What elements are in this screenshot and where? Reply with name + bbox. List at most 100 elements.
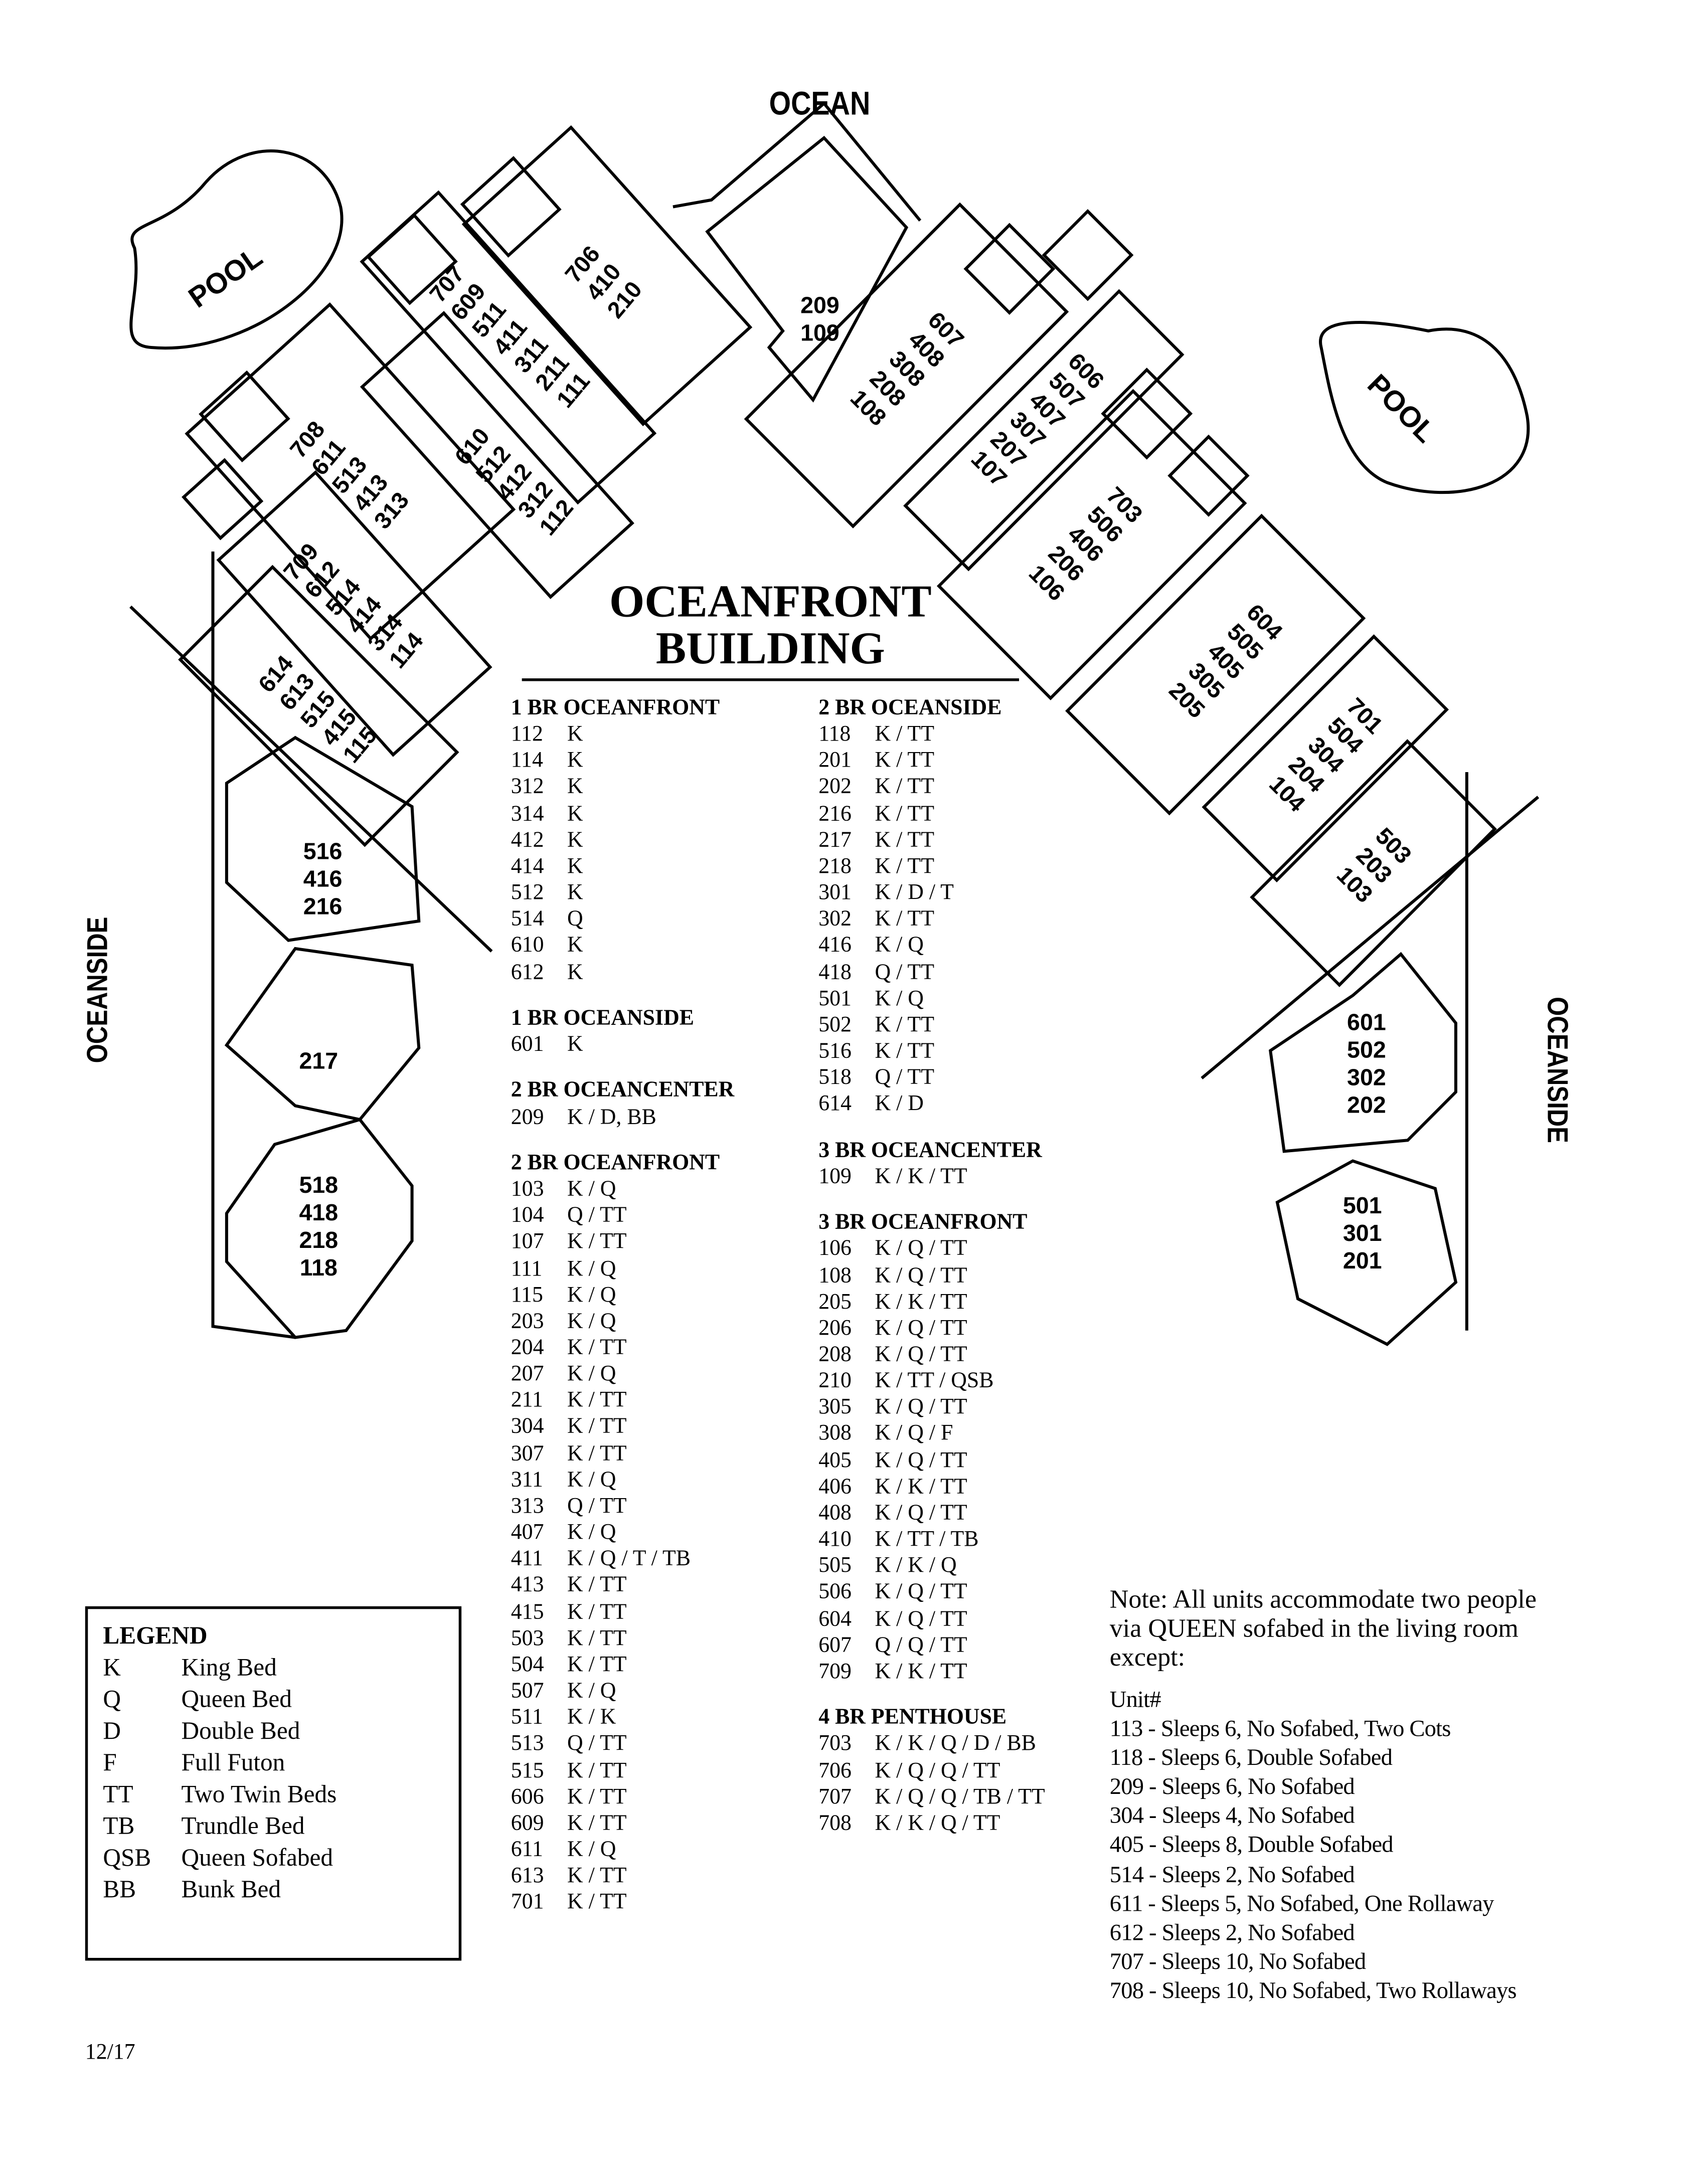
bed-config: Q / TT bbox=[875, 960, 934, 984]
unit-number: 601 bbox=[1347, 1009, 1386, 1036]
unit-number: 208 bbox=[818, 1343, 852, 1367]
unit-number: 515 bbox=[511, 1758, 544, 1782]
bed-config: K / Q bbox=[567, 1468, 616, 1492]
exception-item: 707 - Sleeps 10, No Sofabed bbox=[1109, 1948, 1366, 1974]
exception-item: 514 - Sleeps 2, No Sofabed bbox=[1109, 1861, 1355, 1887]
section-heading: 2 BR OCEANCENTER bbox=[511, 1078, 735, 1103]
bed-config: K bbox=[567, 749, 583, 773]
unit-number: 502 bbox=[818, 1013, 852, 1037]
unit-block bbox=[1101, 368, 1193, 460]
bed-config: K / TT bbox=[567, 1389, 627, 1412]
legend-meaning: Queen Bed bbox=[181, 1685, 292, 1713]
title-line-2: BUILDING bbox=[655, 624, 885, 674]
unit-number: 412 bbox=[511, 828, 544, 852]
pool-right-shape bbox=[1319, 320, 1530, 494]
unit-block bbox=[963, 223, 1056, 315]
unit-block bbox=[185, 302, 516, 641]
bed-config: K / TT bbox=[567, 1600, 627, 1624]
bed-config: K / Q bbox=[567, 1310, 616, 1333]
title-line-1: OCEANFRONT bbox=[609, 578, 932, 628]
unit-number: 204 bbox=[511, 1336, 544, 1360]
unit-number: 507 bbox=[511, 1679, 544, 1703]
unit-number: 411 bbox=[511, 1547, 543, 1571]
unit-stack-label: 217 bbox=[299, 1048, 339, 1075]
unit-number: 610 bbox=[511, 934, 544, 958]
unit-number: 314 bbox=[511, 802, 544, 826]
unit-block bbox=[461, 125, 753, 427]
unit-number: 706 bbox=[818, 1758, 852, 1782]
unit-number: 304 bbox=[511, 1415, 544, 1439]
section-heading: 1 BR OCEANFRONT bbox=[511, 696, 720, 720]
exception-item: 113 - Sleeps 6, No Sofabed, Two Cots bbox=[1109, 1715, 1451, 1742]
unit-number: 405 bbox=[818, 1448, 852, 1472]
bed-config: K / Q bbox=[567, 1838, 616, 1862]
bed-config: K / K / TT bbox=[875, 1660, 967, 1684]
bed-config: K / K / Q / D / BB bbox=[875, 1732, 1036, 1756]
bed-config: K / TT bbox=[875, 749, 934, 773]
bed-config: K / K / Q / TT bbox=[875, 1811, 1000, 1835]
unit-block bbox=[460, 156, 562, 258]
unit-number: 308 bbox=[818, 1422, 852, 1446]
unit-number: 217 bbox=[299, 1048, 339, 1074]
bed-config: K / TT bbox=[567, 1230, 627, 1254]
unit-number: 613 bbox=[511, 1864, 544, 1888]
unit-number: 210 bbox=[818, 1369, 852, 1393]
unit-block bbox=[903, 289, 1185, 572]
bed-config: K / TT bbox=[567, 1864, 627, 1888]
unit-block bbox=[1268, 952, 1457, 1153]
bed-config: K / TT bbox=[875, 907, 934, 931]
unit-number: 202 bbox=[1347, 1092, 1386, 1119]
unit-number: 609 bbox=[511, 1811, 544, 1835]
building-title: OCEANFRONT BUILDING bbox=[522, 579, 1019, 673]
unit-number: 312 bbox=[511, 775, 544, 799]
section-heading: 2 BR OCEANFRONT bbox=[511, 1151, 720, 1175]
bed-config: K / Q / TT bbox=[875, 1343, 967, 1367]
legend-meaning: Double Bed bbox=[181, 1716, 300, 1744]
pool-left-shape bbox=[129, 149, 344, 350]
section-heading: 1 BR OCEANSIDE bbox=[511, 1006, 694, 1030]
unit-row: 208 K / Q / TT bbox=[818, 1342, 1045, 1368]
bed-config: K bbox=[567, 1032, 583, 1056]
legend-abbrev: QSB bbox=[103, 1843, 151, 1871]
bed-config: K bbox=[567, 722, 583, 747]
legend-abbrev: BB bbox=[103, 1875, 136, 1903]
unit-block bbox=[744, 202, 1069, 528]
bed-config: K / TT bbox=[567, 1785, 627, 1809]
unit-number: 512 bbox=[511, 881, 544, 905]
exception-item: 304 - Sleeps 4, No Sofabed bbox=[1109, 1802, 1355, 1829]
unit-number: 511 bbox=[511, 1706, 543, 1730]
bed-config: K / Q / TT bbox=[875, 1316, 967, 1340]
legend-abbrev: K bbox=[103, 1653, 121, 1681]
bed-config: K / TT bbox=[567, 1653, 627, 1677]
exception-item: 708 - Sleeps 10, No Sofabed, Two Rollawa… bbox=[1109, 1977, 1517, 2004]
unit-number: 202 bbox=[818, 775, 852, 799]
legend-abbrev: F bbox=[103, 1748, 117, 1776]
legend-heading: LEGEND bbox=[103, 1621, 208, 1649]
bed-config: K / TT bbox=[875, 828, 934, 852]
bed-config: K / D, BB bbox=[567, 1105, 656, 1129]
legend-meaning: Trundle Bed bbox=[181, 1811, 305, 1840]
exception-item: 209 - Sleeps 6, No Sofabed bbox=[1109, 1773, 1355, 1800]
unit-block bbox=[1042, 209, 1134, 301]
